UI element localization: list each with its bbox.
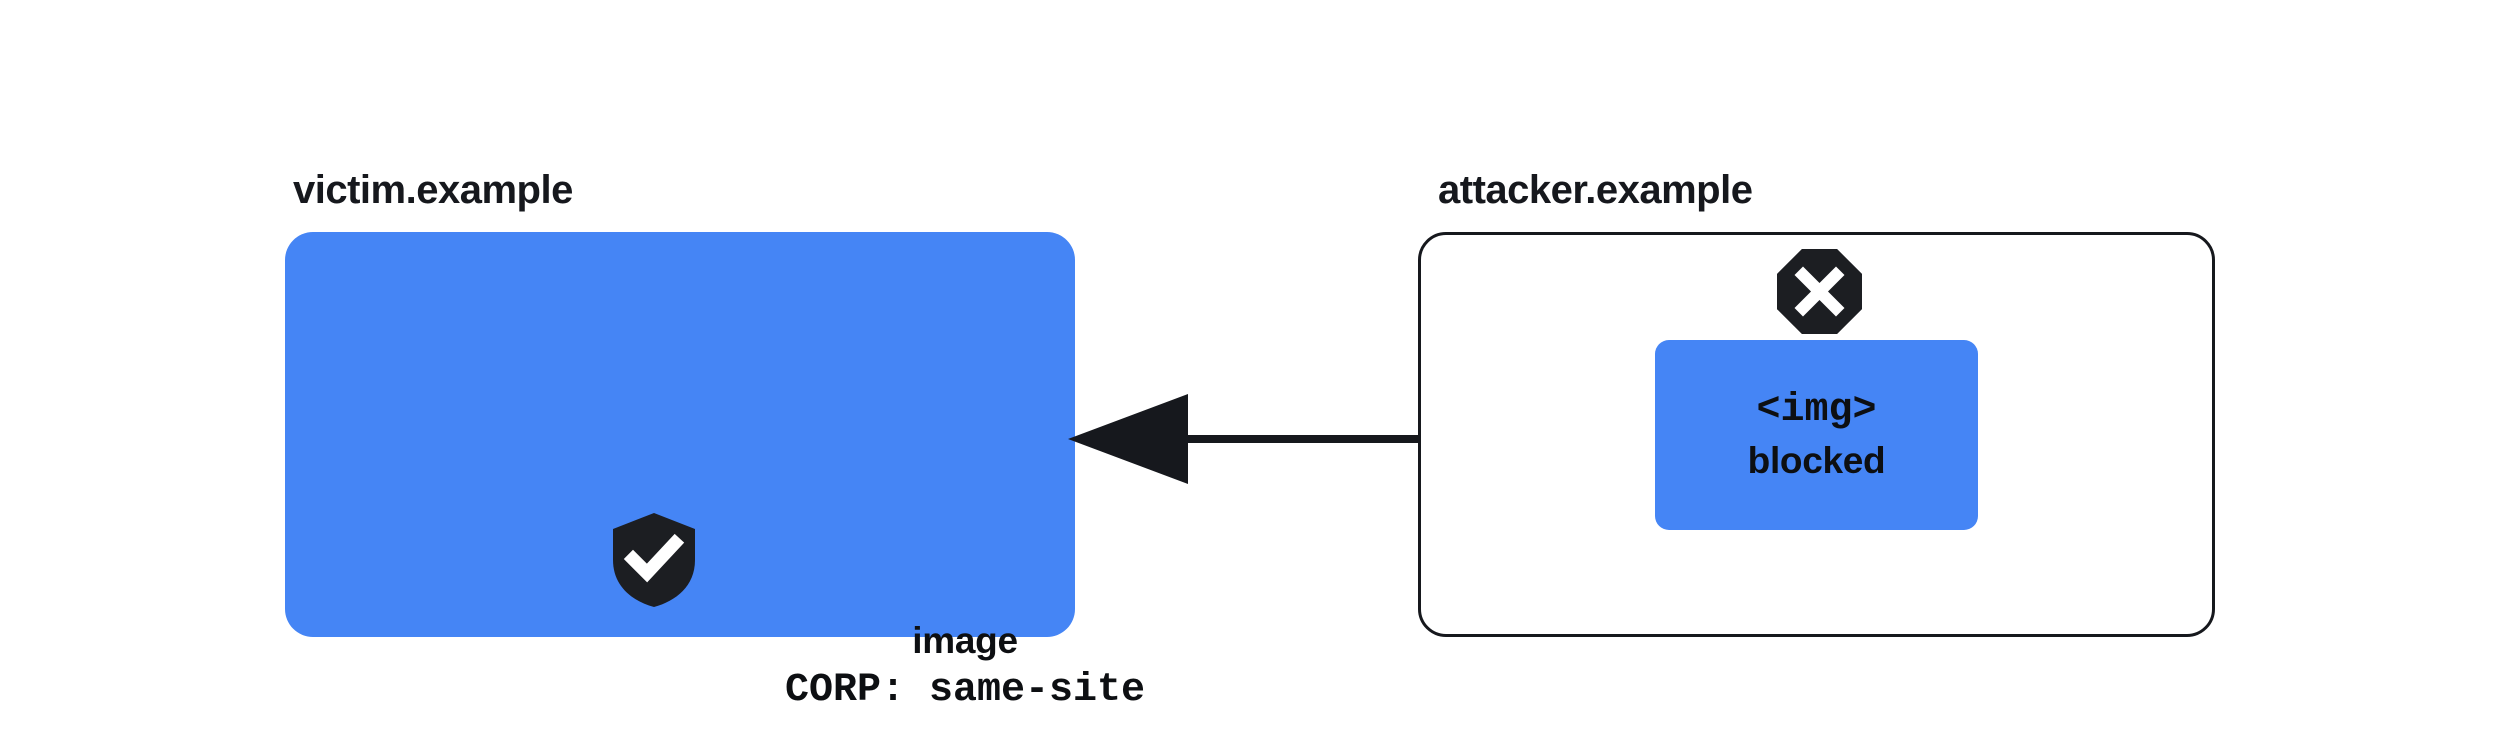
victim-resource-box: image CORP: same-site (285, 232, 1145, 713)
victim-resource-corp-header: CORP: same-site (784, 668, 1146, 713)
attacker-img-request-box (1655, 340, 1978, 530)
shield-check-icon (613, 513, 695, 607)
victim-resource-text: image CORP: same-site (570, 617, 1360, 717)
attacker-origin-label: attacker.example (1438, 168, 1753, 212)
attacker-img-request-text: <img> blocked (1655, 385, 1978, 485)
img-tag-label: <img> (1756, 388, 1877, 433)
img-blocked-label: blocked (1747, 440, 1886, 481)
octagon-x-blocked-icon (1777, 249, 1862, 334)
victim-origin-label: victim.example (293, 168, 573, 212)
victim-resource-name: image (912, 620, 1018, 661)
